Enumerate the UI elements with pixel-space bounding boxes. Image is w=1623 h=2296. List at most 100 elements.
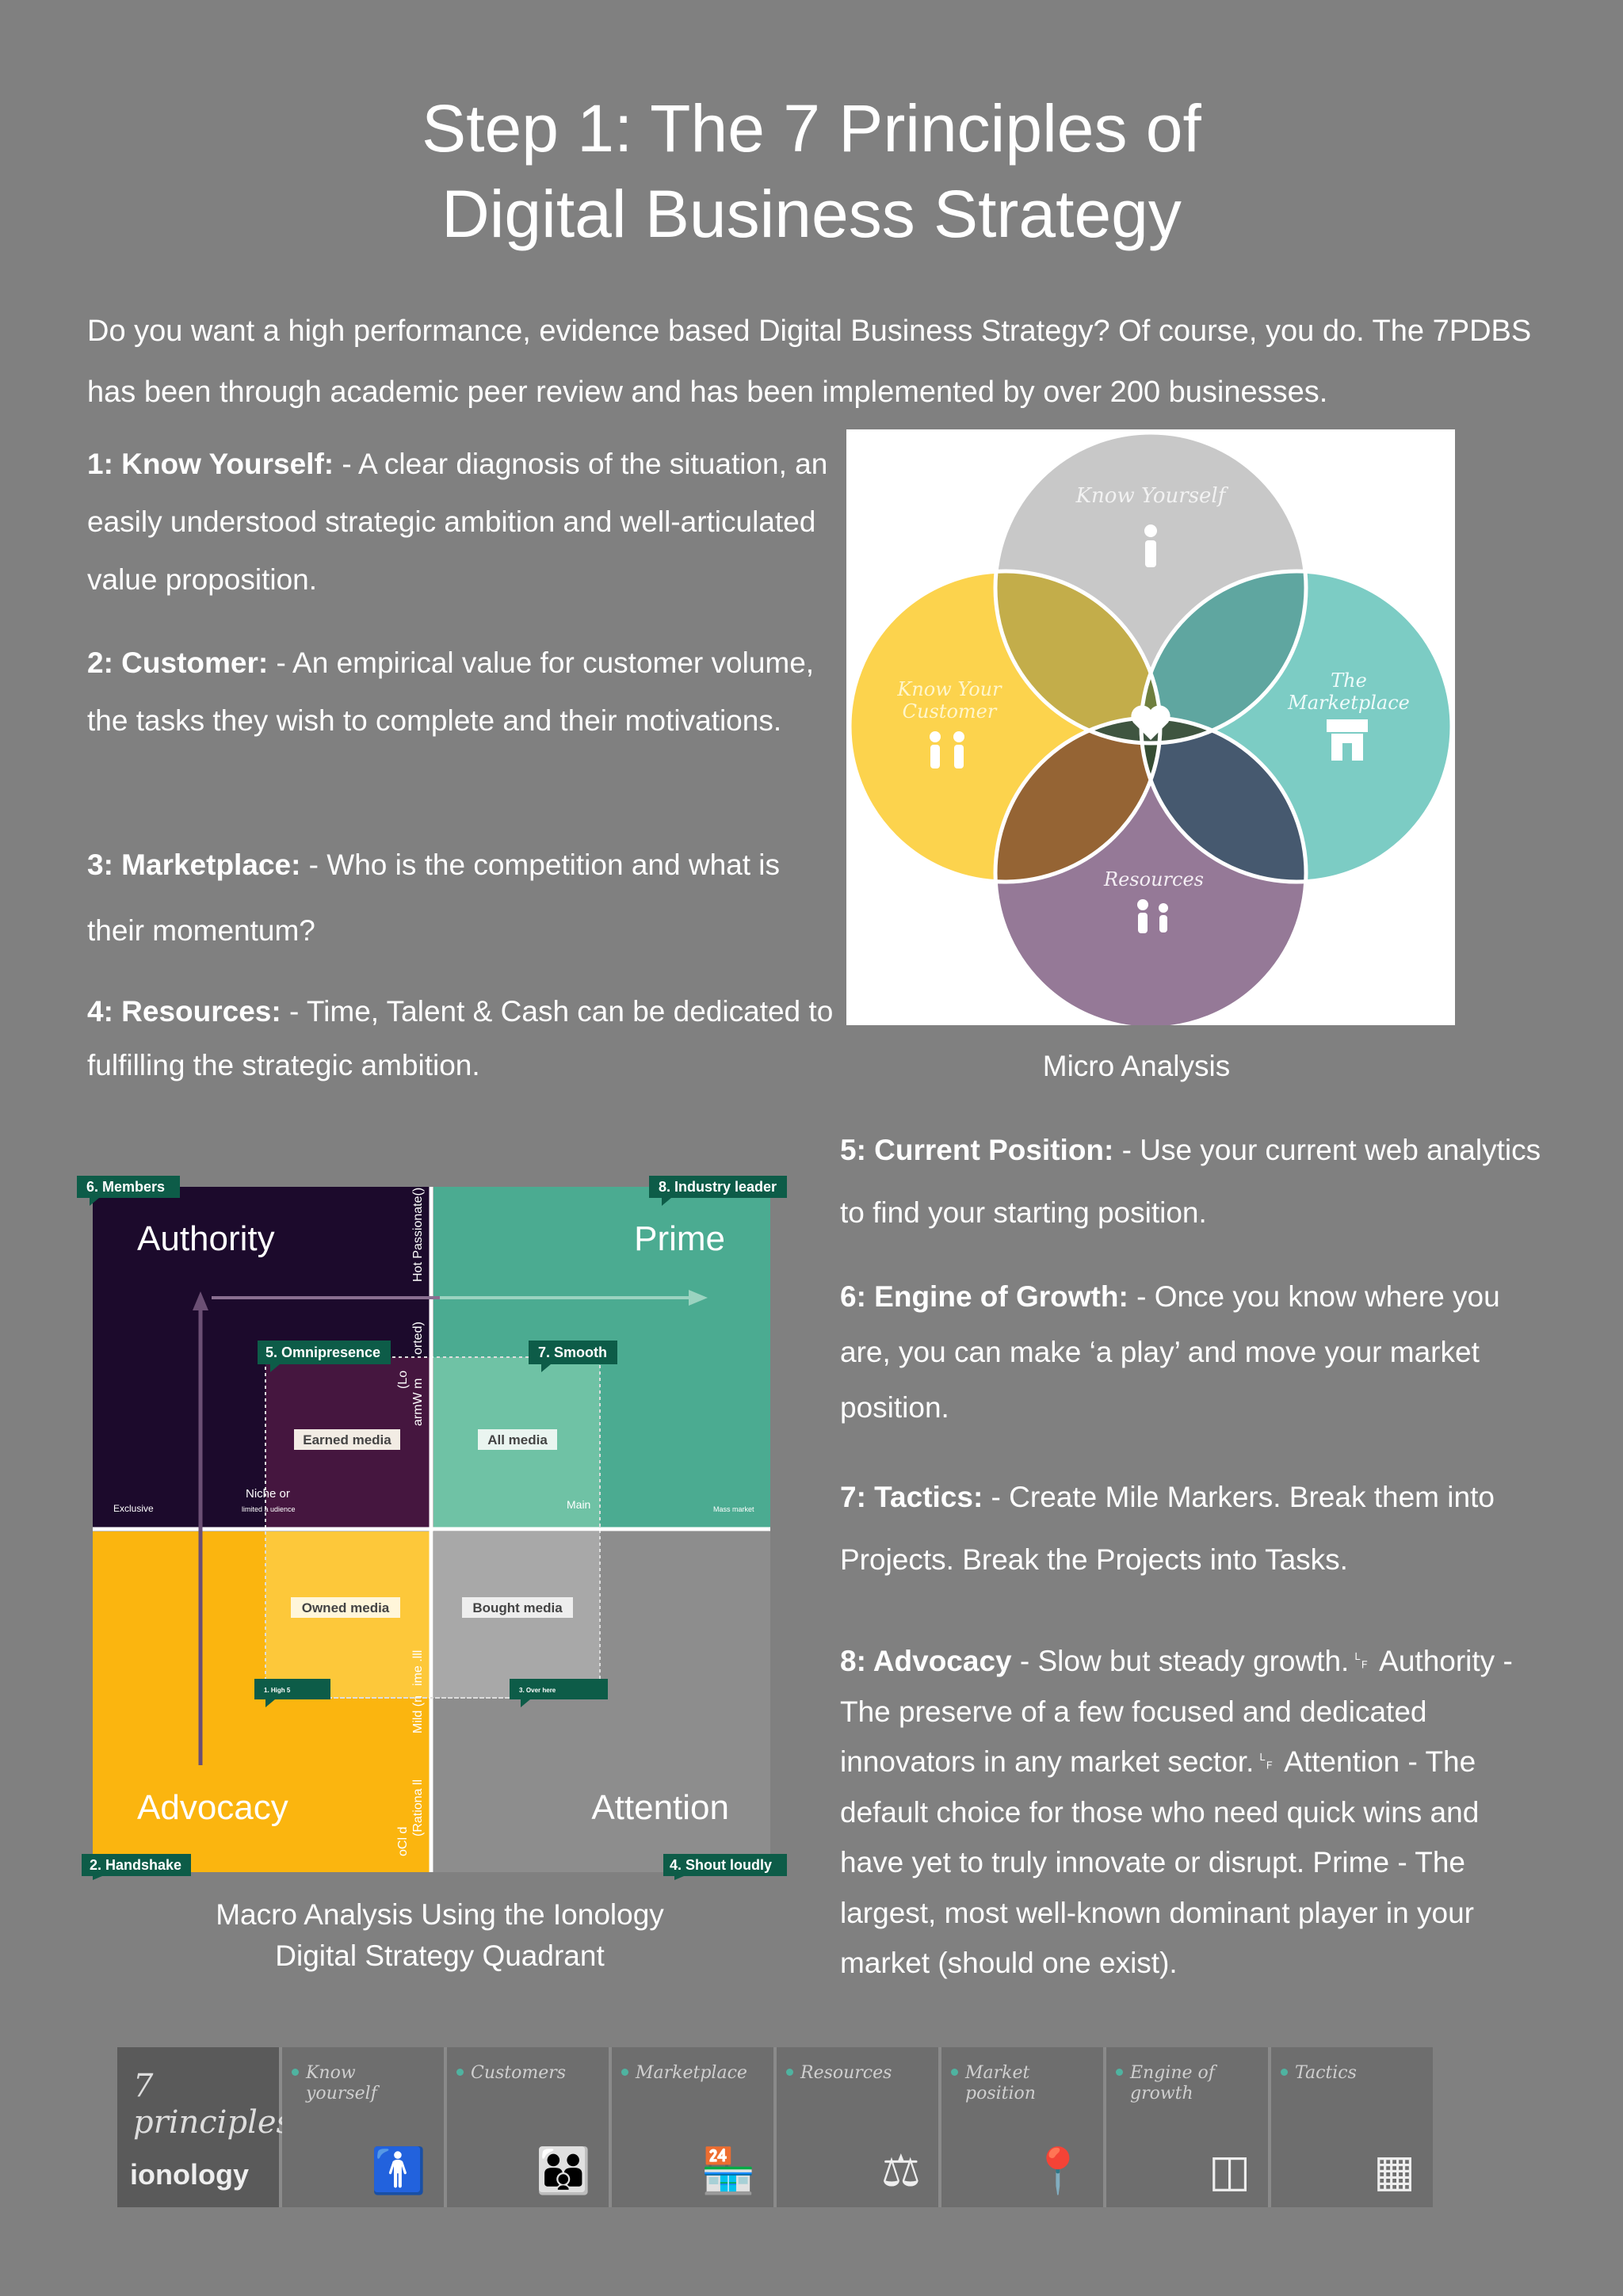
principle-3: 3: Marketplace: - Who is the competition…	[87, 832, 832, 963]
principle-3-text: - Who is the competition and what is the…	[87, 849, 781, 947]
venn-label-resources: Resources	[1103, 868, 1204, 891]
svg-text:1. High 5: 1. High 5	[264, 1687, 291, 1694]
svg-text:3. Over here: 3. Over here	[519, 1687, 556, 1694]
principle-4-label: 4: Resources:	[87, 995, 281, 1028]
svg-text:6. Members: 6. Members	[86, 1179, 165, 1195]
principle-8: 8: Advocacy - Slow but steady growth.␊ A…	[840, 1636, 1529, 1989]
strip-brand-name: ionology	[130, 2158, 249, 2191]
title-line-2: Digital Business Strategy	[441, 177, 1182, 251]
principle-5: 5: Current Position: - Use your current …	[840, 1119, 1553, 1244]
bullet-icon	[786, 2069, 793, 2076]
bullet-icon	[951, 2069, 958, 2076]
axis-lo: (Lo	[396, 1371, 410, 1389]
media-earned: Earned media	[303, 1432, 391, 1447]
axis-main: Main	[567, 1498, 590, 1511]
axis-col: oCl d	[396, 1827, 410, 1856]
tag-shout-loudly: 4. Shout loudly	[663, 1854, 787, 1880]
digital-strategy-quadrant: Authority Prime Advocacy Attention Hot P…	[75, 1171, 796, 1880]
map-pin-icon: 📍	[1030, 2145, 1086, 2195]
intro-paragraph: Do you want a high performance, evidence…	[87, 315, 1532, 409]
media-owned: Owned media	[302, 1600, 390, 1615]
quadrant-caption-line-2: Digital Strategy Quadrant	[275, 1939, 605, 1972]
bullet-icon	[292, 2069, 299, 2076]
label-authority: Authority	[137, 1219, 275, 1258]
tag-members: 6. Members	[77, 1176, 180, 1206]
bullet-icon	[456, 2069, 464, 2076]
strip-cell-marketplace: Marketplace 🏪	[612, 2047, 777, 2207]
resources-icon	[1137, 899, 1168, 933]
title-line-1: Step 1: The 7 Principles of	[422, 91, 1201, 166]
heart-icon	[1131, 705, 1170, 740]
shop-icon	[1327, 719, 1368, 761]
label-attention: Attention	[591, 1788, 729, 1827]
customers-icon	[930, 731, 964, 769]
media-all: All media	[487, 1432, 548, 1447]
principle-1-text: - A clear diagnosis of the situation, an…	[87, 448, 828, 596]
tag-over-here: 3. Over here	[510, 1679, 608, 1707]
axis-ime: ime .lll	[411, 1650, 425, 1686]
strip-cell-tactics: Tactics ▦	[1271, 2047, 1433, 2207]
principle-8-text: - Slow but steady growth.␊ Authority - T…	[840, 1645, 1513, 1979]
bullet-icon	[1116, 2069, 1123, 2076]
page-title: Step 1: The 7 Principles of Digital Busi…	[0, 86, 1623, 257]
strip-cell-know-yourself: Know yourself 🚹	[282, 2047, 447, 2207]
principle-7: 7: Tactics: - Create Mile Markers. Break…	[840, 1466, 1553, 1591]
tag-handshake: 2. Handshake	[82, 1854, 191, 1880]
principle-1-label: 1: Know Yourself:	[87, 448, 334, 480]
person-icon: 🚹	[371, 2145, 426, 2195]
principle-4: 4: Resources: - Time, Talent & Cash can …	[87, 985, 848, 1093]
principle-4-text: - Time, Talent & Cash can be dedicated t…	[87, 995, 834, 1081]
axis-rationa: (Rationa ll	[411, 1779, 425, 1836]
strip-cell-resources: Resources ⚖	[777, 2047, 941, 2207]
svg-text:8. Industry leader: 8. Industry leader	[659, 1179, 777, 1195]
principle-5-text: - Use your current web analytics to find…	[840, 1134, 1541, 1229]
bullet-icon	[1281, 2069, 1288, 2076]
tactics-icon: ▦	[1373, 2145, 1415, 2195]
svg-text:2. Handshake: 2. Handshake	[90, 1857, 181, 1873]
customers-icon: 👪	[536, 2145, 591, 2195]
resources-icon: ⚖	[880, 2145, 921, 2195]
principle-2: 2: Customer: - An empirical value for cu…	[87, 634, 832, 749]
tag-high-five: 1. High 5	[254, 1679, 330, 1707]
venn-label-know-yourself: Know Yourself	[1075, 484, 1229, 508]
principle-8-label: 8: Advocacy	[840, 1645, 1012, 1677]
bullet-icon	[621, 2069, 628, 2076]
principle-6-text: - Once you know where you are, you can m…	[840, 1280, 1500, 1424]
axis-mass: Mass market	[713, 1505, 754, 1513]
media-bought: Bought media	[472, 1600, 563, 1615]
principle-1: 1: Know Yourself: - A clear diagnosis of…	[87, 435, 832, 608]
tag-omnipresence: 5. Omnipresence	[258, 1341, 391, 1372]
strip-logo: 7 principles ionology	[117, 2047, 292, 2207]
principle-7-label: 7: Tactics:	[840, 1481, 983, 1513]
principle-2-text: - An empirical value for customer volume…	[87, 646, 815, 737]
axis-orted: orted)	[411, 1322, 425, 1355]
svg-text:5. Omnipresence: 5. Omnipresence	[265, 1344, 380, 1360]
axis-mild: Mild (n	[411, 1695, 425, 1733]
label-prime: Prime	[634, 1219, 725, 1258]
axis-exclusive: Exclusive	[113, 1503, 154, 1514]
venn-caption: Micro Analysis	[1042, 1050, 1231, 1082]
axis-niche: Niche or	[246, 1487, 290, 1501]
quadrant-caption-line-1: Macro Analysis Using the Ionology	[216, 1898, 664, 1931]
axis-limited: limited a udience	[242, 1505, 296, 1513]
principle-6: 6: Engine of Growth: - Once you know whe…	[840, 1269, 1553, 1436]
principle-2-label: 2: Customer:	[87, 646, 269, 679]
strip-brand-title: 7 principles	[133, 2068, 293, 2141]
principle-6-label: 6: Engine of Growth:	[840, 1280, 1128, 1313]
principle-3-label: 3: Marketplace:	[87, 849, 301, 881]
strip-cell-customers: Customers 👪	[447, 2047, 612, 2207]
person-icon	[1144, 524, 1157, 567]
quadrant-caption: Macro Analysis Using the Ionology Digita…	[158, 1894, 721, 1977]
tag-smooth: 7. Smooth	[529, 1341, 617, 1372]
axis-hot: Hot Passionate()	[411, 1188, 425, 1282]
axis-warm: armW m	[411, 1379, 425, 1426]
svg-text:4. Shout loudly: 4. Shout loudly	[670, 1857, 772, 1873]
tag-industry-leader: 8. Industry leader	[649, 1176, 787, 1206]
strip-cell-market-position: Market position 📍	[941, 2047, 1106, 2207]
principles-strip: 7 principles ionology Know yourself 🚹 Cu…	[117, 2047, 1433, 2207]
principle-5-label: 5: Current Position:	[840, 1134, 1114, 1166]
principle-7-text: - Create Mile Markers. Break them into P…	[840, 1481, 1495, 1576]
